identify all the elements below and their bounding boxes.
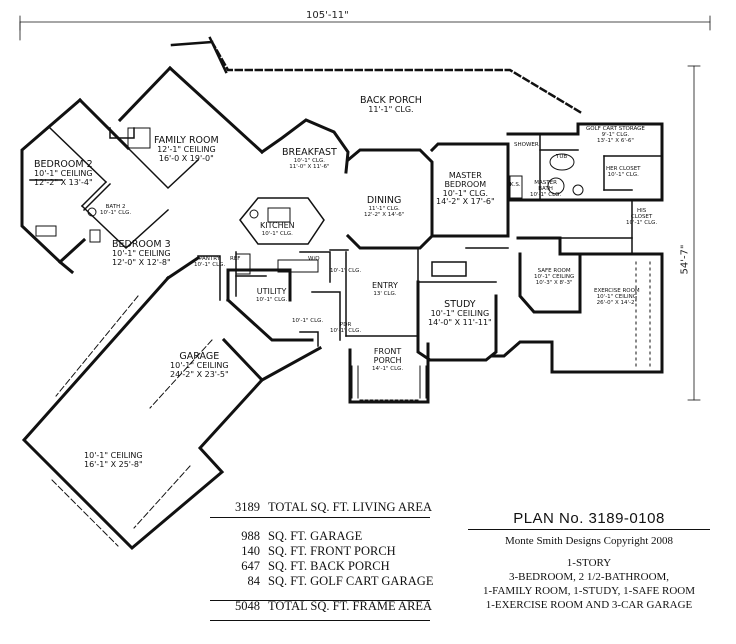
divider-rule: [210, 620, 430, 622]
divider-rule: [210, 600, 430, 602]
dining-label: DINING 11'-1" CLG. 12'-2" X 14'-6": [364, 195, 405, 219]
plan-summary-line: 1-FAMILY ROOM, 1-STUDY, 1-SAFE ROOM: [483, 585, 695, 598]
bedroom-2-label: BEDROOM 2 10'-1" CEILING 12'-2" X 13'-4": [34, 159, 93, 188]
plan-summary-line: 3-BEDROOM, 2 1/2-BATHROOM,: [508, 571, 670, 584]
master-bedroom-label: MASTER BEDROOM 10'-1" CLG. 14'-2" X 17'-…: [436, 171, 495, 207]
utility-label: UTILITY 10'-1" CLG.: [256, 287, 288, 303]
copyright-text: Monte Smith Designs Copyright 2008: [504, 535, 674, 548]
golf-cart-storage-label: GOLF CART STORAGE 9'-1" CLG. 13'-1" X 6'…: [586, 126, 645, 145]
her-closet-label: HER CLOSET 10'-1" CLG.: [606, 166, 641, 179]
ks-label: K.S.: [510, 182, 521, 188]
his-closet-label: HIS CLOSET 10'-1" CLG.: [626, 208, 658, 227]
dimension-lines: [19, 15, 711, 401]
overall-width-label: 105'-11": [306, 10, 349, 21]
powder-room-label: PDR 10'-1" CLG.: [330, 322, 362, 335]
garage-label: GARAGE 10'-1" CEILING 24'-2" X 23'-5": [170, 351, 229, 380]
interior-walls: [29, 126, 663, 347]
bath-2-label: BATH 2 10'-1" CLG.: [100, 204, 132, 217]
family-room-label: FAMILY ROOM 12'-1" CEILING 16'-0 X 19'-0…: [154, 135, 219, 164]
back-porch-label: BACK PORCH 11'-1" CLG.: [360, 95, 422, 115]
plan-summary-line: 1-EXERCISE ROOM AND 3-CAR GARAGE: [485, 599, 693, 612]
frame-area-row: 5048 TOTAL SQ. FT. FRAME AREA: [235, 599, 433, 613]
bedroom-3-label: BEDROOM 3 10'-1" CEILING 12'-0" X 12'-8": [112, 239, 171, 268]
plan-number: PLAN No. 3189-0108: [513, 510, 665, 527]
plan-summary-line: 1-STORY: [566, 557, 612, 570]
exercise-room-label: EXERCISE ROOM 10'-1" CEILING 26'-0" X 14…: [594, 288, 640, 307]
stat-row: 84 SQ. FT. GOLF CART GARAGE: [247, 574, 434, 588]
entry-label: ENTRY 13' CLG.: [372, 281, 398, 297]
tub-label: TUB: [556, 154, 568, 160]
overall-depth-label: 54'-7": [679, 244, 691, 275]
safe-room-label: SAFE ROOM 10'-1" CEILING 10'-3" X 8'-3": [534, 268, 575, 287]
pantry-label: PANTRY 10'-1" CLG.: [194, 256, 226, 269]
front-porch-label: FRONT PORCH 14'-1" CLG.: [372, 347, 404, 372]
fixtures: [35, 127, 651, 547]
master-bath-label: MASTER BATH 10'-1" CLG.: [530, 180, 562, 199]
ref-label: REF: [230, 256, 241, 262]
divider-rule: [210, 517, 430, 519]
stat-row: 647 SQ. FT. BACK PORCH: [241, 559, 390, 573]
hall-ceiling-label-2: 10'-1" CLG.: [292, 318, 324, 324]
hall-ceiling-label: 10'-1" CLG.: [330, 268, 362, 274]
exterior-walls: [20, 65, 664, 551]
golf-garage-label: 10'-1" CEILING 16'-1" X 25'-8": [84, 451, 143, 469]
study-label: STUDY 10'-1" CEILING 14'-0" X 11'-11": [428, 299, 492, 328]
breakfast-label: BREAKFAST 10'-1" CLG. 11'-0" X 11'-6": [282, 147, 337, 171]
square-footage-table: 3189 TOTAL SQ. FT. LIVING AREA 988 SQ. F…: [200, 500, 433, 614]
back-porch-outline: [210, 40, 582, 114]
wo-label: W/O: [308, 256, 320, 262]
shower-label: SHOWER: [514, 142, 539, 148]
kitchen-label: KITCHEN 10'-1" CLG.: [260, 221, 295, 237]
plan-info-block: PLAN No. 3189-0108 Monte Smith Designs C…: [454, 510, 724, 612]
stat-row: 988 SQ. FT. GARAGE: [241, 529, 363, 543]
stat-row: 140 SQ. FT. FRONT PORCH: [241, 544, 396, 558]
living-area-row: 3189 TOTAL SQ. FT. LIVING AREA: [235, 500, 433, 514]
